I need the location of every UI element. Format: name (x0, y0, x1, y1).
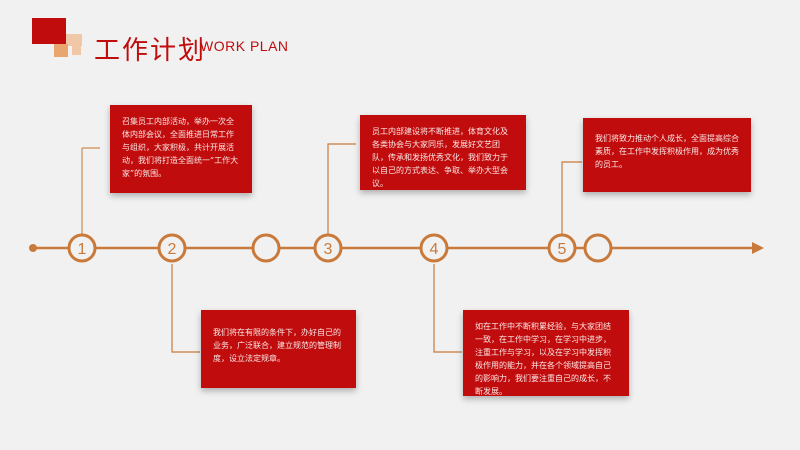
logo-square-large (32, 18, 66, 44)
milestone-circle (419, 233, 449, 263)
milestone-label: 3 (324, 241, 333, 258)
milestone-circle (157, 233, 187, 263)
connector-3 (327, 143, 356, 234)
card-2: 我们将在有限的条件下，办好自己的业务，广泛联合，建立规范的管理制度，设立法定规章… (201, 310, 356, 388)
milestone-5: 4 (419, 233, 449, 263)
milestone-7 (583, 233, 613, 263)
milestone-3 (251, 233, 281, 263)
connector-5 (561, 161, 582, 234)
connector-4 (433, 264, 462, 353)
card-4: 如在工作中不断积累经验，与大家团结一致，在工作中学习，在学习中进步，注重工作与学… (463, 310, 629, 396)
milestone-1: 1 (67, 233, 97, 263)
logo (0, 0, 90, 70)
milestone-4: 3 (313, 233, 343, 263)
milestone-circle (547, 233, 577, 263)
milestone-6: 5 (547, 233, 577, 263)
logo-square-light (66, 34, 82, 46)
milestone-2: 2 (157, 233, 187, 263)
card-5: 我们将致力推动个人成长，全面提高综合素质，在工作中发挥积极作用，成为优秀的员工。 (583, 118, 751, 192)
page-title: 工作计划 (94, 36, 207, 66)
connector-1 (81, 147, 100, 248)
card-3-text: 员工内部建设将不断推进，体育文化及各类协会与大家同乐，发展好文艺团队，传承和发扬… (372, 127, 508, 188)
card-3: 员工内部建设将不断推进，体育文化及各类协会与大家同乐，发展好文艺团队，传承和发扬… (360, 115, 526, 190)
milestone-label: 5 (558, 241, 567, 258)
page-subtitle: WORK PLAN (200, 38, 289, 54)
milestone-label: 1 (78, 241, 87, 258)
milestone-label: 2 (168, 241, 177, 258)
card-5-text: 我们将致力推动个人成长，全面提高综合素质，在工作中发挥积极作用，成为优秀的员工。 (595, 134, 739, 169)
card-1: 召集员工内部活动，举办一次全体内部会议，全面推进日常工作与组织，大家积极，共计开… (110, 105, 252, 193)
timeline-arrow-head (752, 242, 764, 254)
milestone-circle (313, 233, 343, 263)
timeline-start-dot (29, 244, 37, 252)
logo-square-small (72, 46, 81, 55)
connector-2 (171, 264, 200, 353)
card-1-text: 召集员工内部活动，举办一次全体内部会议，全面推进日常工作与组织，大家积极，共计开… (122, 117, 239, 178)
card-2-text: 我们将在有限的条件下，办好自己的业务，广泛联合，建立规范的管理制度，设立法定规章… (213, 328, 341, 363)
milestone-circle (67, 233, 97, 263)
milestone-circle (583, 233, 613, 263)
card-4-text: 如在工作中不断积累经验，与大家团结一致，在工作中学习，在学习中进步，注重工作与学… (475, 322, 611, 396)
milestone-label: 4 (430, 241, 439, 258)
logo-square-mid (54, 44, 68, 57)
milestone-circle (251, 233, 281, 263)
